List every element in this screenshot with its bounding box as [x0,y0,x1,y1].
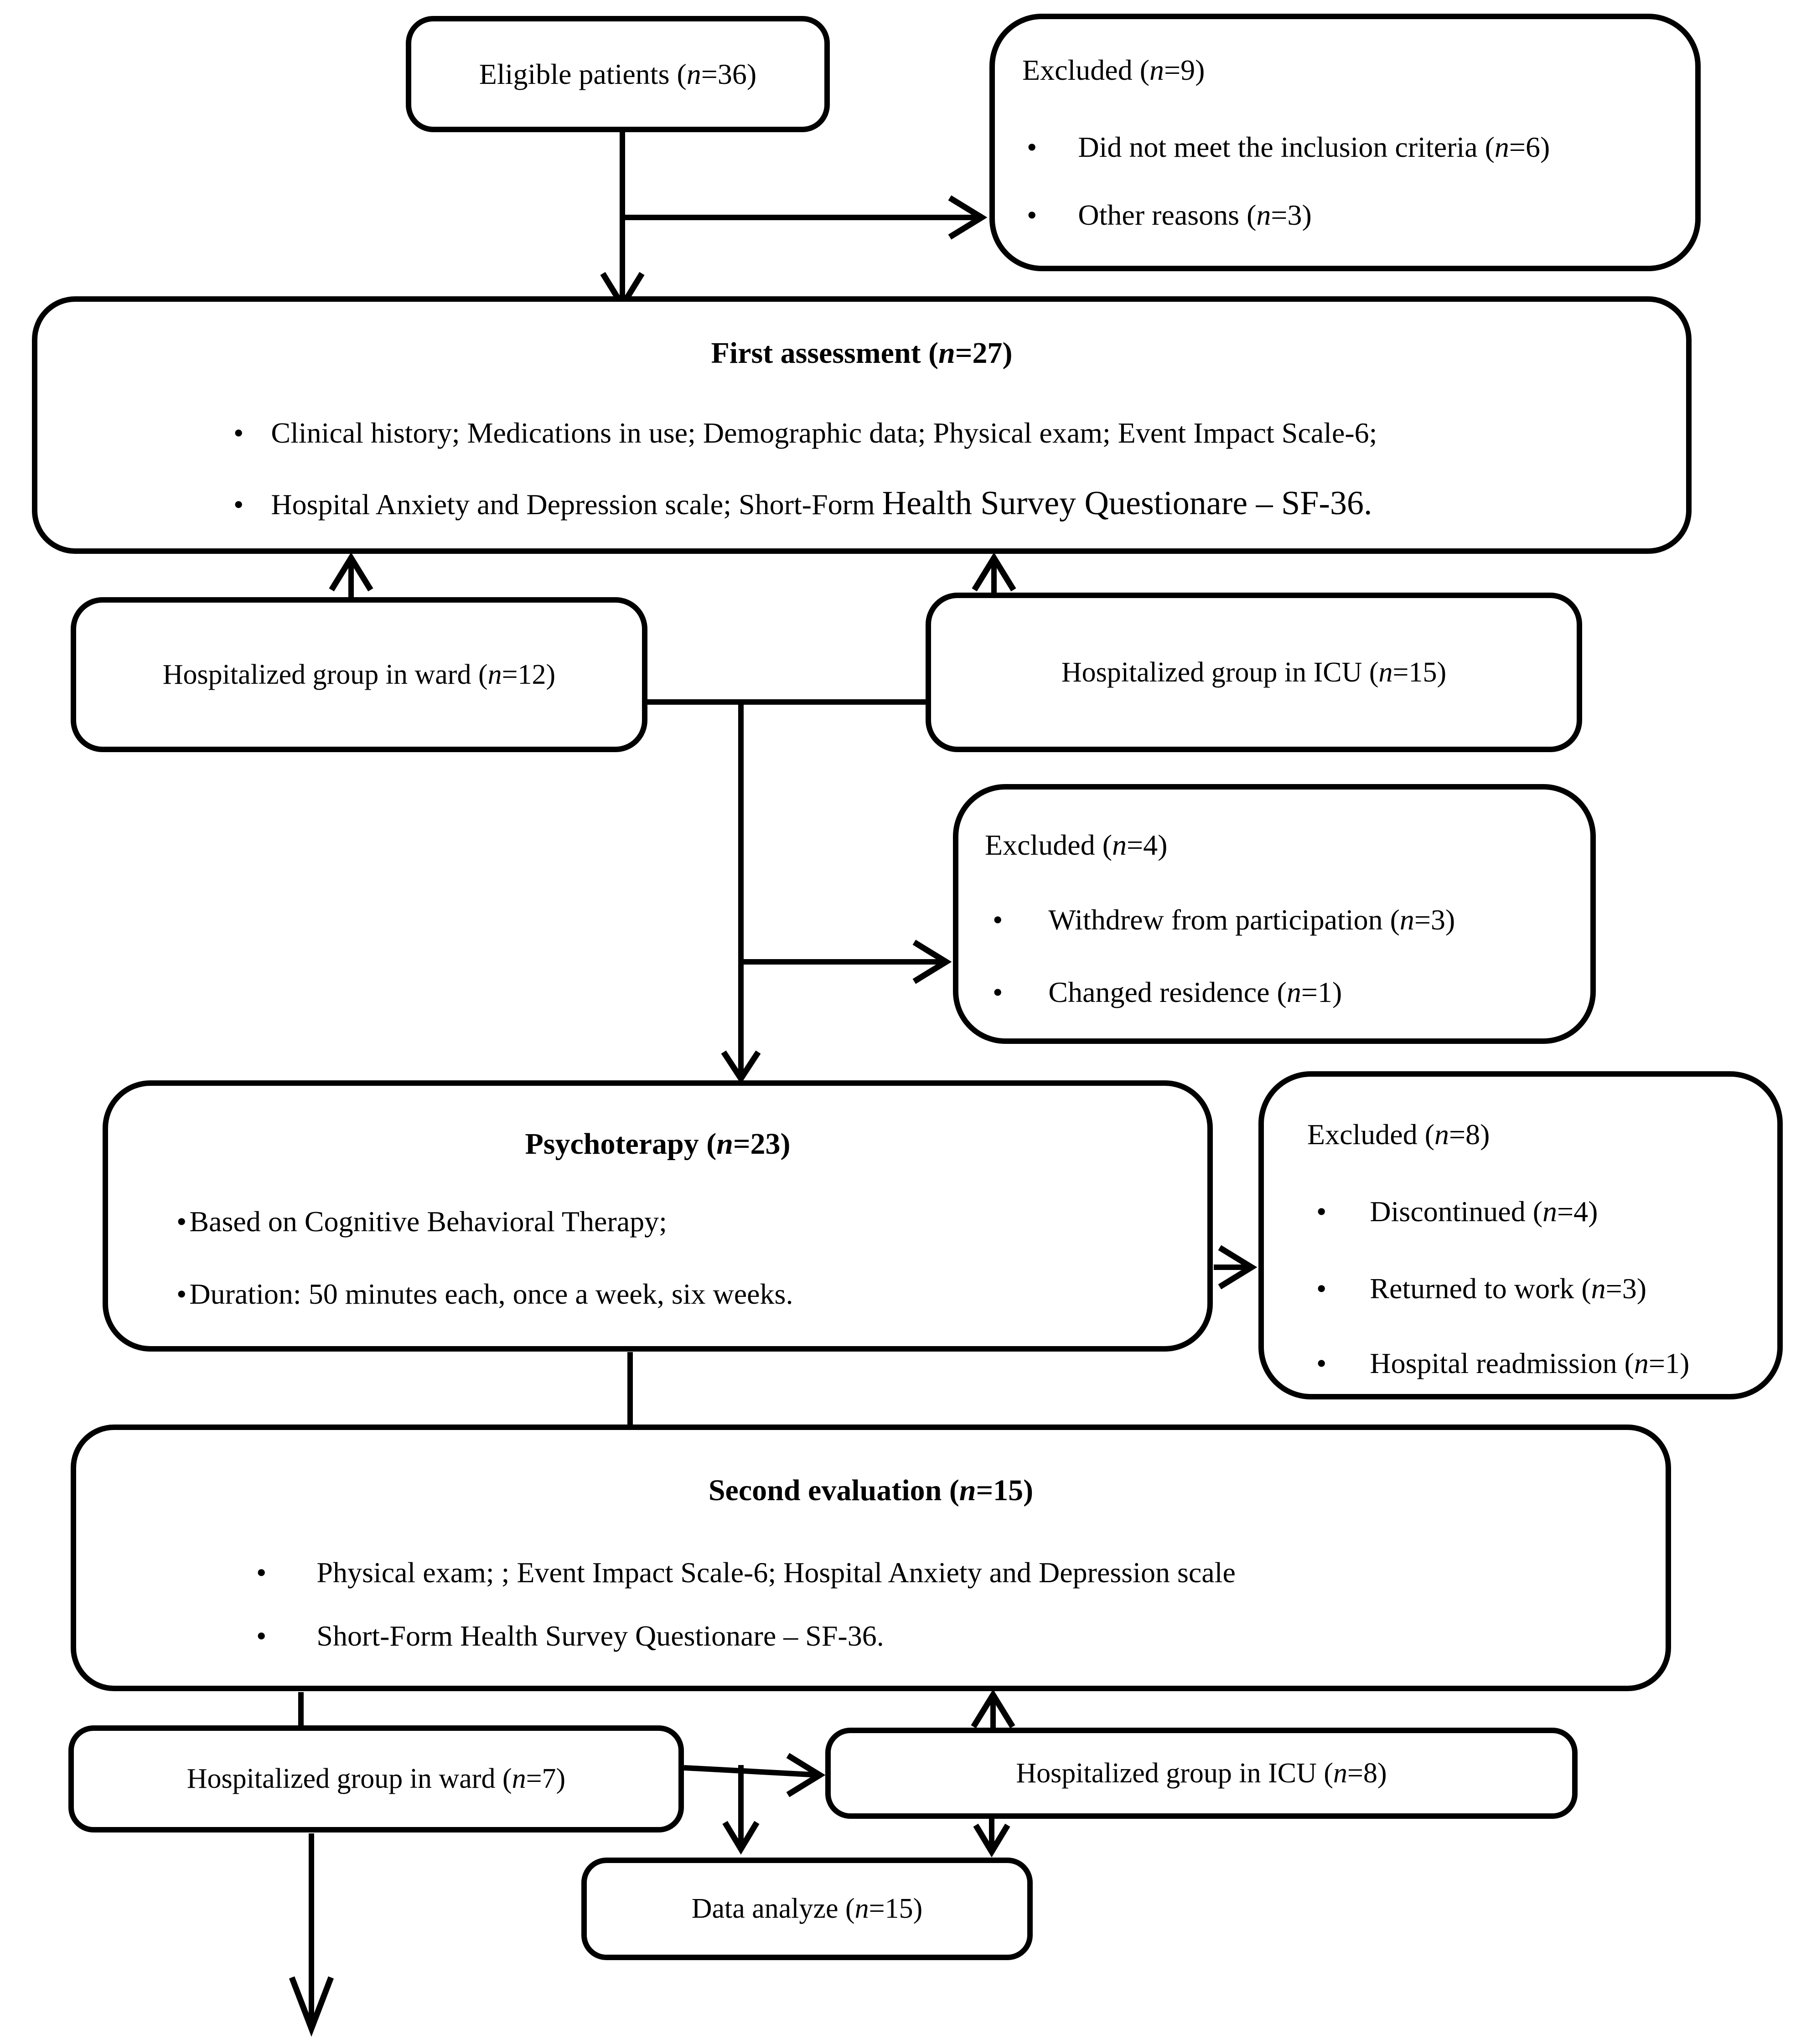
bullet-icon: • [1316,1195,1327,1228]
ward-group-first-box: Hospitalized group in ward (n=12) [71,597,647,752]
excluded-psy-item: • Hospital readmission (n=1) [1316,1347,1690,1379]
bullet-icon: • [1316,1272,1327,1305]
bullet-icon: • [993,903,1003,936]
arrow-icu8-to-second-eval [971,1689,1015,1729]
eligible-patients-label: Eligible patients (n=36) [479,57,757,90]
excluded-top-item: • Did not meet the inclusion criteria (n… [1027,131,1550,163]
bullet-icon: • [1316,1347,1327,1379]
second-evaluation-box: Second evaluation (n=15) • Physical exam… [71,1425,1671,1691]
first-assessment-item: • Hospital Anxiety and Depression scale;… [233,485,1372,522]
bullet-icon: • [256,1556,267,1589]
arrow-icu8-to-data-analyze [973,1819,1010,1858]
arrow-ward7-to-icu8 [683,1753,826,1797]
icu-group-second-label: Hospitalized group in ICU (n=8) [1016,1757,1387,1789]
ward-group-second-label: Hospitalized group in ward (n=7) [186,1763,566,1794]
psychotherapy-item: • Duration: 50 minutes each, once a week… [176,1278,793,1310]
arrow-psychotherapy-to-excluded-psy [1214,1245,1258,1290]
ward-group-first-label: Hospitalized group in ward (n=12) [162,659,556,690]
excluded-top-box: Excluded (n=9) • Did not meet the inclus… [989,14,1701,271]
excluded-mid-title: Excluded (n=4) [985,829,1168,861]
arrow-to-excluded-mid [741,939,952,984]
arrow-eligible-to-excluded-top [622,195,988,240]
excluded-mid-item: • Changed residence (n=1) [993,976,1342,1008]
bullet-icon: • [233,488,244,521]
first-assessment-item: • Clinical history; Medications in use; … [233,417,1377,449]
bullet-icon: • [233,417,244,449]
arrow-groups-to-psychotherapy [721,702,761,1084]
bullet-icon: • [176,1205,187,1238]
excluded-mid-box: Excluded (n=4) • Withdrew from participa… [953,784,1596,1044]
excluded-top-item: • Other reasons (n=3) [1027,199,1312,231]
ward-group-second-box: Hospitalized group in ward (n=7) [68,1725,684,1832]
psychotherapy-box: Psychoterapy (n=23) • Based on Cognitive… [103,1080,1213,1352]
excluded-psy-item: • Returned to work (n=3) [1316,1272,1647,1305]
data-analyze-label: Data analyze (n=15) [691,1893,923,1924]
second-evaluation-title: Second evaluation (n=15) [708,1474,1034,1507]
first-assessment-title: First assessment (n=27) [711,336,1013,370]
bullet-icon: • [1027,131,1037,163]
icu-group-first-box: Hospitalized group in ICU (n=15) [926,593,1582,752]
bullet-icon: • [176,1278,187,1310]
arrow-icu15-to-first-assessment [972,552,1016,593]
excluded-psy-item: • Discontinued (n=4) [1316,1195,1598,1228]
arrow-ward7-to-data-analyze [722,1765,760,1855]
excluded-psy-box: Excluded (n=8) • Discontinued (n=4) • Re… [1258,1071,1783,1399]
second-evaluation-item: • Short-Form Health Survey Questionare –… [256,1620,884,1652]
icu-group-first-label: Hospitalized group in ICU (n=15) [1061,656,1447,688]
psychotherapy-item: • Based on Cognitive Behavioral Therapy; [176,1205,667,1238]
excluded-psy-title: Excluded (n=8) [1307,1118,1490,1151]
bullet-icon: • [993,976,1003,1008]
arrow-ward12-to-first-assessment [329,552,373,597]
eligible-patients-box: Eligible patients (n=36) [406,16,830,132]
bullet-icon: • [256,1620,267,1652]
bullet-icon: • [1027,199,1037,231]
arrow-ward7-dropout [289,1833,334,2037]
excluded-top-title: Excluded (n=9) [1022,54,1205,86]
second-evaluation-item: • Physical exam; ; Event Impact Scale-6;… [256,1556,1236,1589]
psychotherapy-title: Psychoterapy (n=23) [525,1127,791,1161]
excluded-mid-item: • Withdrew from participation (n=3) [993,903,1455,936]
icu-group-second-box: Hospitalized group in ICU (n=8) [825,1728,1578,1819]
first-assessment-box: First assessment (n=27) • Clinical histo… [32,296,1692,554]
data-analyze-box: Data analyze (n=15) [581,1858,1033,1960]
